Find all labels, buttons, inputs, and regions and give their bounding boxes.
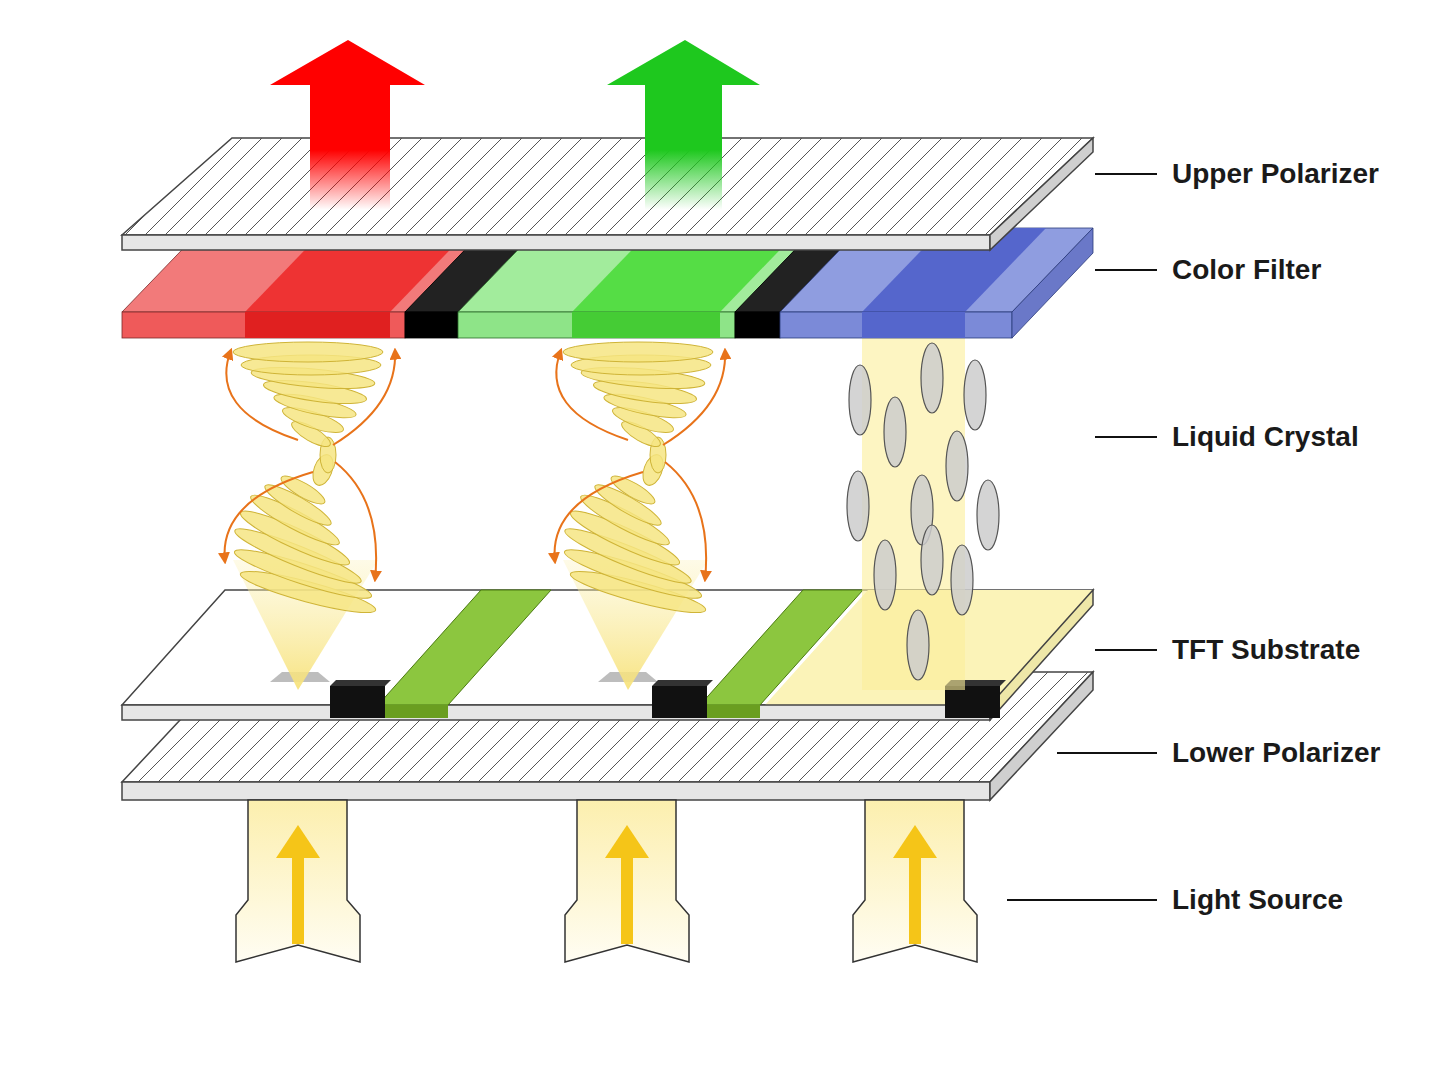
part-label: Liquid Crystal xyxy=(1172,422,1359,453)
part-label: Color Filter xyxy=(1172,255,1321,286)
leader-lines xyxy=(1007,174,1157,900)
part-label: Light Source xyxy=(1172,885,1343,916)
red-light-arrow xyxy=(270,40,425,210)
part-label: Lower Polarizer xyxy=(1172,738,1381,769)
green-light-arrow xyxy=(607,40,760,210)
liquid-crystal xyxy=(225,338,999,690)
light-source-arrows xyxy=(236,800,977,962)
part-label: Upper Polarizer xyxy=(1172,159,1379,190)
upper-polarizer xyxy=(122,138,1093,250)
part-label: TFT Substrate xyxy=(1172,635,1360,666)
color-filter xyxy=(122,228,1093,338)
